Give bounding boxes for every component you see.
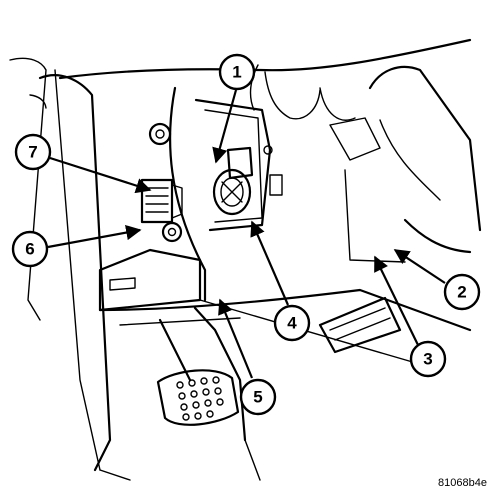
lower-vent xyxy=(318,296,402,354)
svg-text:1: 1 xyxy=(232,63,241,82)
floor-outline xyxy=(99,439,261,481)
callout-2: 2 xyxy=(443,273,481,311)
svg-text:5: 5 xyxy=(253,388,262,407)
callout-6: 6 xyxy=(11,230,49,268)
brake-pedal xyxy=(156,306,247,442)
headlamp-switch-knob xyxy=(212,146,254,216)
panel-screws xyxy=(148,122,183,243)
svg-text:2: 2 xyxy=(457,283,466,302)
svg-text:4: 4 xyxy=(287,314,297,333)
callout-4: 4 xyxy=(273,304,311,342)
connector-block xyxy=(140,178,183,224)
callout-7: 7 xyxy=(14,133,52,171)
figure-id: 81068b4e xyxy=(438,477,487,489)
steering-column xyxy=(329,65,482,254)
svg-text:3: 3 xyxy=(423,350,432,369)
callout-5: 5 xyxy=(239,378,277,416)
leader-lines xyxy=(47,89,446,379)
a-pillar-trim xyxy=(9,57,112,472)
dash-top xyxy=(58,38,472,121)
callout-1: 1 xyxy=(218,53,256,91)
headlamp-switch-opening xyxy=(194,98,283,232)
callout-3: 3 xyxy=(409,340,447,378)
svg-text:6: 6 xyxy=(25,240,34,259)
svg-text:7: 7 xyxy=(28,143,37,162)
lower-bracket xyxy=(98,248,202,312)
